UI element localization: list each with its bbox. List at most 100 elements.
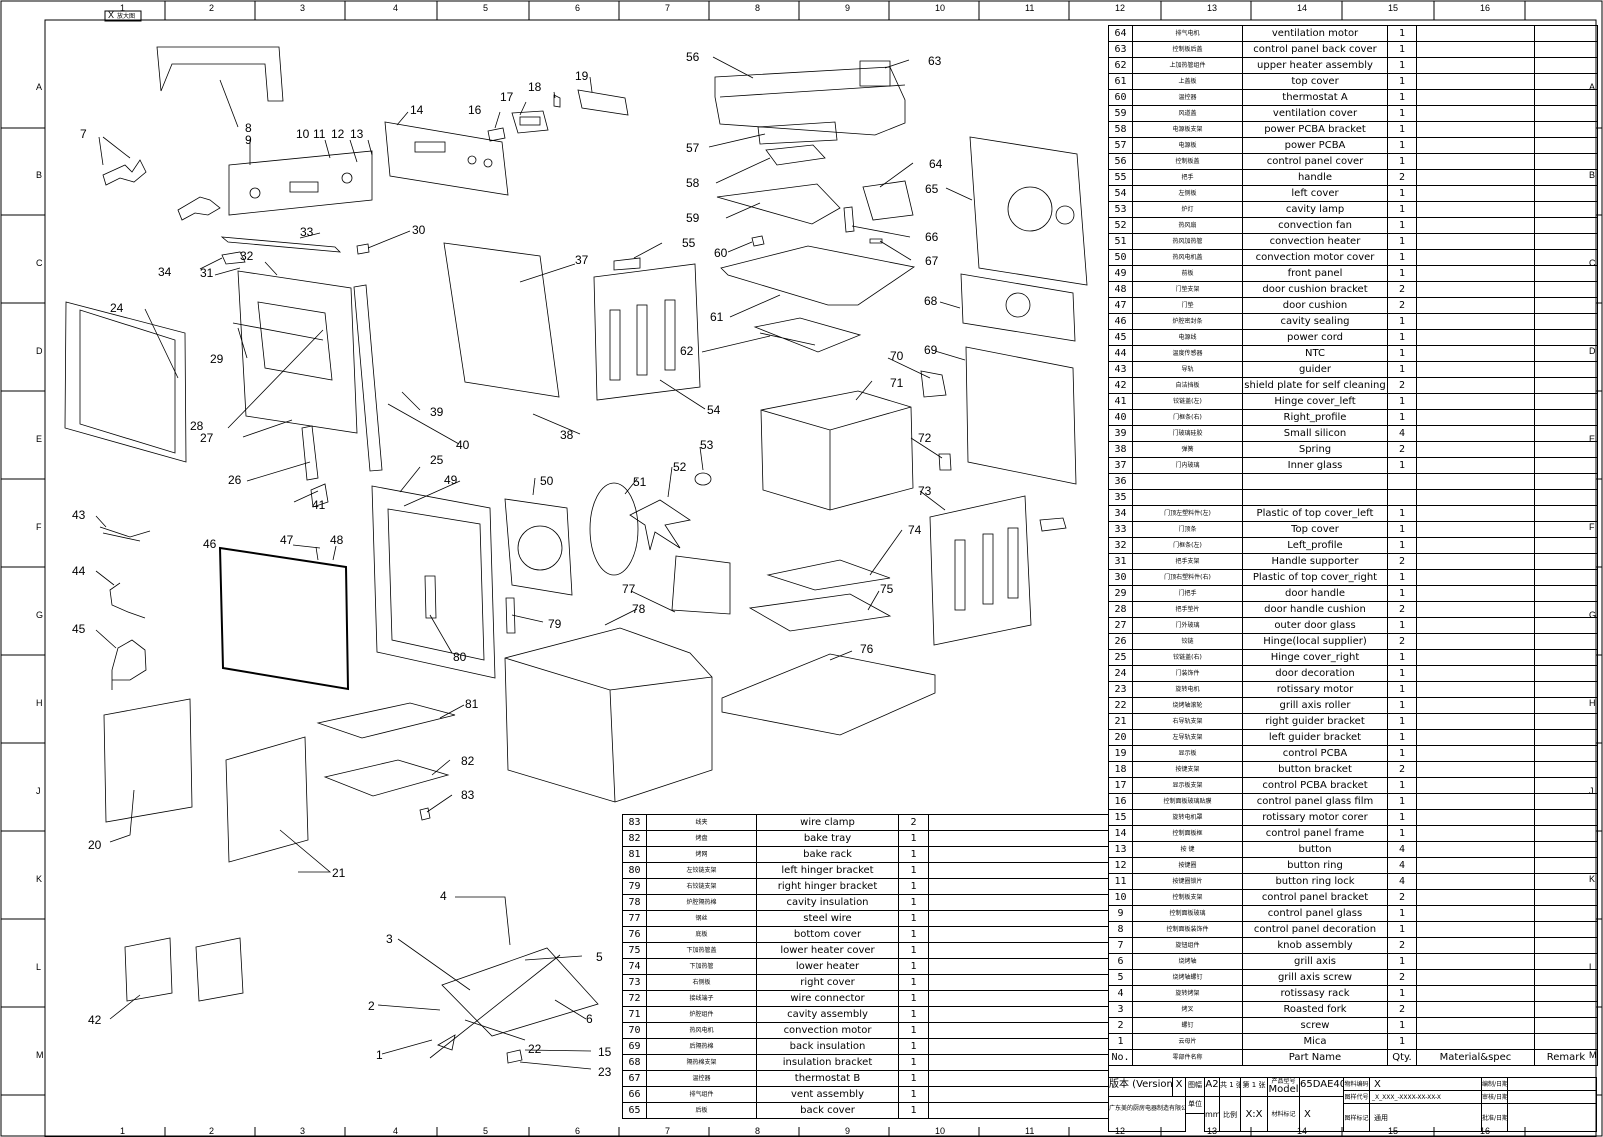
bom-no: 11 [1108,873,1133,890]
bom-qty: 1 [1387,697,1417,714]
bom-material [1416,649,1535,666]
bom-cn-name: 热风电机 [646,1022,757,1039]
bom-part-name: rotissasy rack [1242,985,1388,1002]
bom-cn-name: 温度传感器 [1132,345,1243,362]
bom-qty: 4 [1387,873,1417,890]
bom-material [1416,345,1535,362]
bom-no: 27 [1108,617,1133,634]
bom-qty: 1 [1387,521,1417,538]
unit-label: 单位 [1185,1096,1205,1114]
bom-material [1416,777,1535,794]
bom-qty: 2 [1387,937,1417,954]
bom-part-name: control panel decoration [1242,921,1388,938]
bom-part-name: Spring [1242,441,1388,458]
bom-qty: 1 [1387,249,1417,266]
bom-part-name: control panel glass [1242,905,1388,922]
bom-material [1416,361,1535,378]
callout-51: 51 [633,475,647,489]
bom-cn-name: 电源板 [1132,137,1243,154]
callout-12: 12 [331,127,345,141]
bom-no: 54 [1108,185,1133,202]
bom-part-name [1242,489,1388,506]
bom-qty: 1 [898,1006,929,1023]
bom-spare [928,926,1109,943]
callout-5: 5 [596,950,603,964]
callout-55: 55 [682,236,696,250]
bom-remark [1534,985,1598,1002]
bom-qty: 1 [1387,505,1417,522]
bom-no: 31 [1108,553,1133,570]
bom-remark [1534,665,1598,682]
bom-qty: 1 [1387,953,1417,970]
bom-spare [928,814,1109,831]
bom-material [1416,569,1535,586]
bom-no: 78 [622,894,647,911]
column-number-top: 16 [1480,3,1491,13]
bom-cn-name: 螺钉 [1132,1017,1243,1034]
bom-remark [1534,281,1598,298]
bom-material [1416,1017,1535,1034]
callout-25: 25 [430,453,444,467]
bom-remark [1534,361,1598,378]
bom-qty: 1 [1387,89,1417,106]
bom-cn-name [1132,473,1243,490]
bom-remark [1534,969,1598,986]
bom-cn-name: 炉灯 [1132,201,1243,218]
bom-cn-name: 自洁挡板 [1132,377,1243,394]
row-letter-left: M [36,1050,44,1060]
bom-cn-name: 线夹 [646,814,757,831]
bom-qty: 1 [898,846,929,863]
bom-no: 3 [1108,1001,1133,1018]
bom-cn-name: 右侧板 [646,974,757,991]
bom-spare [928,1054,1109,1071]
bom-cn-name: 热风扇 [1132,217,1243,234]
bom-no: 57 [1108,137,1133,154]
bom-no: 28 [1108,601,1133,618]
bom-qty: 1 [1387,617,1417,634]
bom-material [1416,537,1535,554]
column-number-top: 10 [935,3,946,13]
bom-cn-name: 烤叉 [1132,1001,1243,1018]
callout-7: 7 [80,127,87,141]
bom-remark [1534,377,1598,394]
bom-no: 35 [1108,489,1133,506]
bom-material [1416,89,1535,106]
bom-no: 40 [1108,409,1133,426]
bom-cn-name: 右铰链支架 [646,878,757,895]
bom-spare [928,942,1109,959]
bom-no: 24 [1108,665,1133,682]
bom-material [1416,553,1535,570]
callout-4: 4 [440,889,447,903]
bom-part-name: bottom cover [756,926,899,943]
bom-qty [1387,473,1417,490]
bom-qty: 1 [898,1102,929,1119]
bom-qty: 1 [898,974,929,991]
bom-qty: 1 [1387,185,1417,202]
callout-14: 14 [410,103,424,117]
bom-qty: 1 [898,862,929,879]
bom-no: 23 [1108,681,1133,698]
bom-material [1416,489,1535,506]
bom-cn-name: 门顶左塑料件(左) [1132,505,1243,522]
bom-part-name: front panel [1242,265,1388,282]
company-name: 广东美的厨房电器制造有限公司 [1108,1096,1186,1132]
bom-qty: 2 [1387,889,1417,906]
bom-cn-name: 控制面板玻璃贴膜 [1132,793,1243,810]
bom-material [1416,409,1535,426]
size-value: A2 [1204,1077,1220,1097]
bom-cn-name: 按键圈 [1132,857,1243,874]
row-letter-left: E [36,434,43,444]
bom-no: 13 [1108,841,1133,858]
bom-part-name: wire clamp [756,814,899,831]
